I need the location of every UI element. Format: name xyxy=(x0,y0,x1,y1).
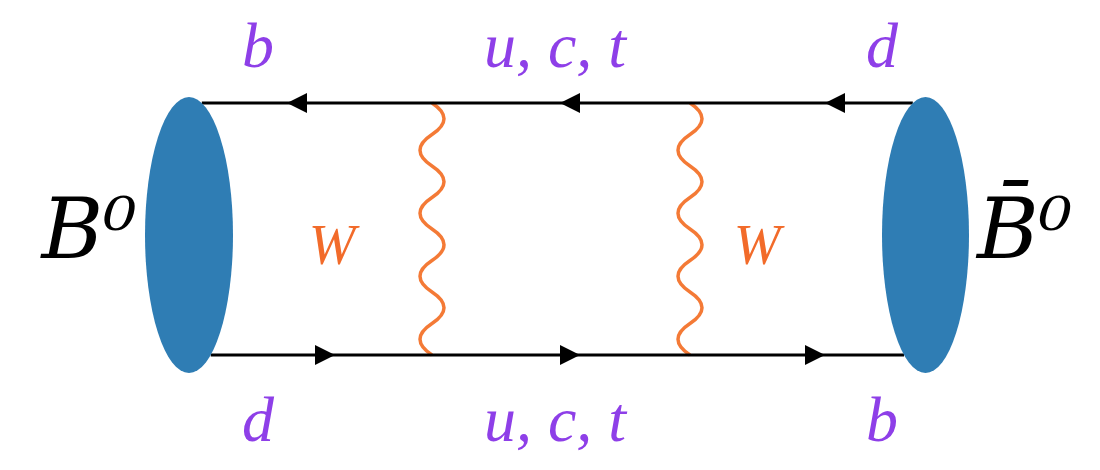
quark-label: d xyxy=(866,14,898,78)
boson-label: W xyxy=(734,217,781,273)
meson-name: B̄⁰ xyxy=(977,187,1072,271)
boson-label: W xyxy=(309,217,356,273)
quark-label: b xyxy=(242,14,274,78)
quark-label: u, c, t xyxy=(484,388,626,452)
quark-label: u, c, t xyxy=(484,14,626,78)
w-boson-wave xyxy=(678,103,702,355)
meson-ellipse-shape xyxy=(145,97,233,373)
meson-blob: B⁰ xyxy=(145,97,233,373)
w-boson-wave xyxy=(420,103,444,355)
quark-label: d xyxy=(242,388,274,452)
meson-name: B⁰ xyxy=(42,187,137,271)
quark-label: b xyxy=(866,388,898,452)
meson-ellipse xyxy=(882,97,969,373)
meson-blob: B̄⁰ xyxy=(882,97,969,373)
quark-line xyxy=(202,102,913,105)
quark-line xyxy=(211,354,904,357)
meson-ellipse-shape xyxy=(882,97,969,373)
meson-ellipse xyxy=(145,97,233,373)
